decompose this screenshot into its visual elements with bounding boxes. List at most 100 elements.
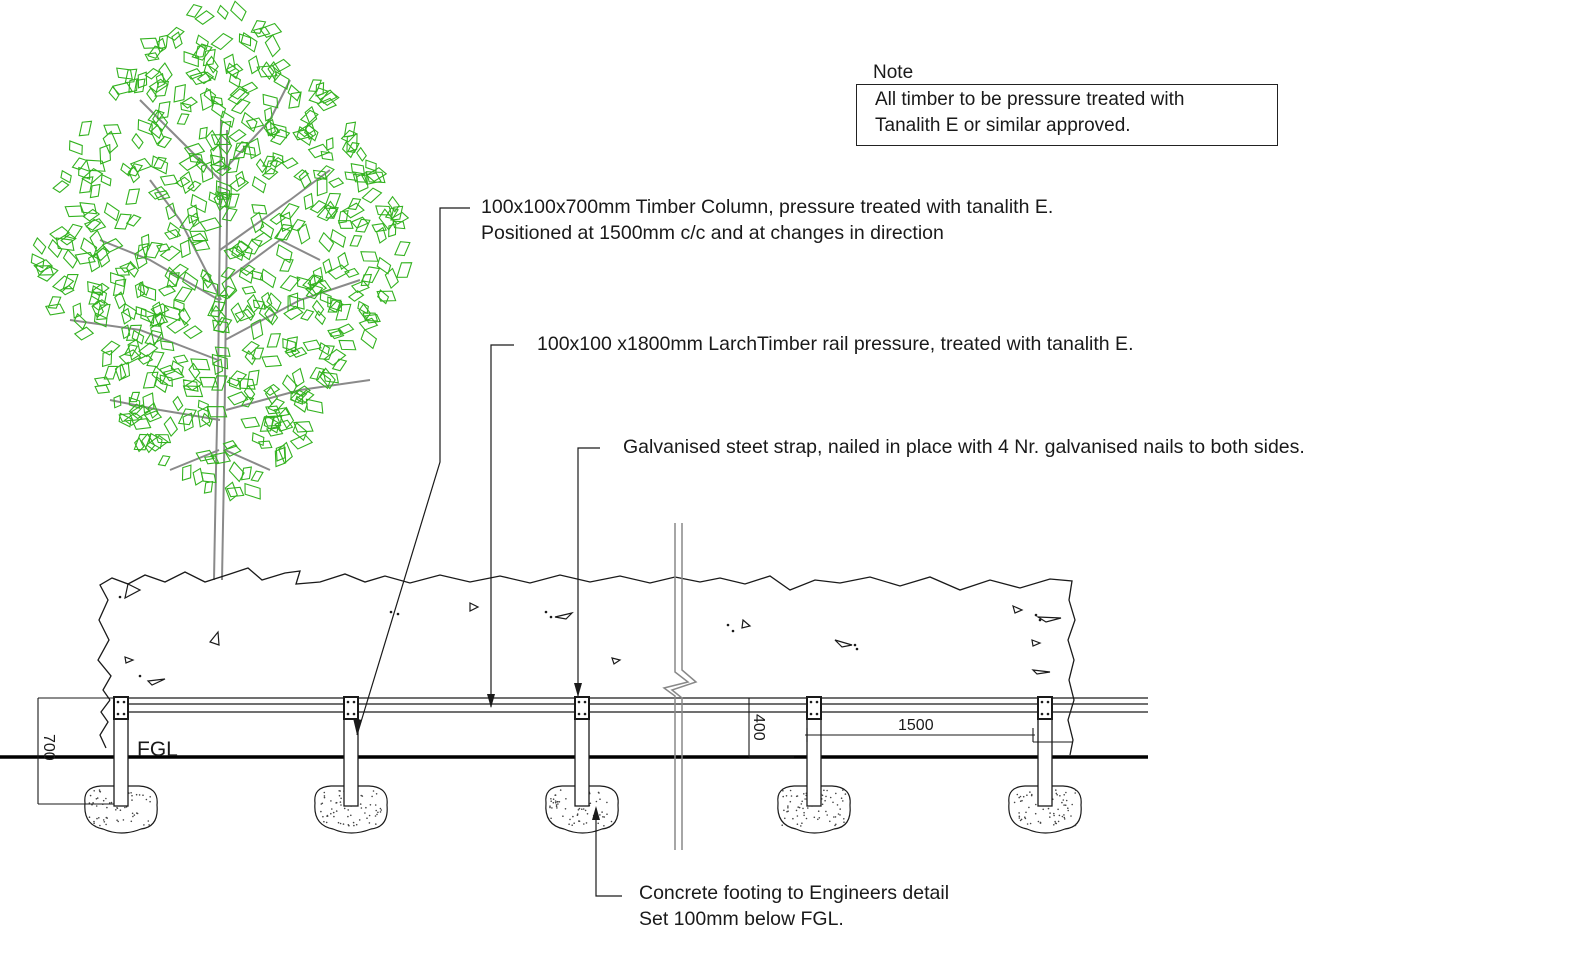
footing-aggregate — [368, 822, 371, 824]
footing-aggregate — [835, 823, 837, 826]
leaf — [241, 340, 260, 355]
leaf — [194, 10, 215, 26]
leaf — [360, 266, 381, 284]
footing-aggregate — [583, 823, 585, 825]
tree-foliage — [30, 0, 413, 502]
footing-aggregate — [805, 817, 808, 820]
leaf — [361, 172, 382, 185]
leaf — [279, 211, 293, 233]
leaf — [344, 267, 360, 278]
footing-aggregate — [352, 821, 355, 824]
footing-aggregate — [835, 792, 837, 795]
leaf — [243, 384, 256, 401]
leaf — [287, 292, 299, 312]
footing-aggregate — [782, 790, 784, 792]
leaf — [281, 157, 299, 170]
leaf — [259, 220, 275, 239]
leaf — [101, 350, 113, 368]
leaf — [238, 33, 252, 47]
leaf — [211, 375, 228, 391]
leaf — [114, 291, 127, 310]
leaf — [126, 163, 144, 177]
leaf — [209, 160, 228, 173]
footing-aggregate — [798, 806, 801, 809]
leaf — [307, 143, 331, 159]
leaf — [279, 202, 300, 220]
footing-aggregate — [801, 822, 803, 824]
leaf — [250, 20, 267, 34]
leaf — [309, 367, 325, 381]
leaf — [226, 370, 248, 387]
leaf — [151, 365, 167, 385]
footing-aggregate — [577, 809, 580, 811]
leaf — [172, 395, 184, 412]
leaf — [250, 470, 264, 482]
leaf — [124, 68, 138, 84]
leaf — [278, 406, 295, 429]
leaf — [123, 412, 143, 426]
leaf — [266, 333, 282, 348]
leaf — [329, 228, 347, 248]
leaf — [164, 304, 181, 322]
leaf — [199, 217, 222, 232]
footing-aggregate — [597, 822, 599, 825]
nail — [583, 712, 587, 716]
leaf — [365, 159, 377, 172]
leaf — [93, 376, 111, 387]
leaf — [245, 117, 265, 130]
footing-aggregate — [95, 798, 98, 800]
footing-aggregate — [1026, 823, 1029, 825]
break-line — [662, 523, 698, 850]
leaf — [62, 248, 78, 269]
footing-aggregate — [843, 818, 845, 820]
leaf — [291, 367, 305, 388]
leaf — [187, 180, 202, 192]
nail — [577, 700, 581, 704]
posts-group — [84, 696, 1082, 834]
nail — [815, 712, 819, 716]
leaf — [285, 336, 298, 354]
leaf — [147, 185, 169, 200]
leaf — [89, 229, 105, 253]
footing-aggregate — [802, 807, 804, 810]
footing-aggregate — [325, 821, 328, 824]
leaf — [265, 425, 284, 437]
leaf — [230, 0, 247, 22]
leaf — [30, 253, 45, 269]
leaf — [182, 385, 204, 398]
footing-aggregate — [1019, 795, 1022, 798]
leaf — [305, 281, 328, 297]
leader-arrowheads — [353, 683, 600, 820]
footing-aggregate — [554, 800, 557, 802]
leaf — [112, 278, 127, 297]
leaf — [170, 360, 184, 376]
footing-aggregate — [1061, 815, 1064, 818]
leaf — [166, 317, 190, 334]
leaf — [80, 237, 98, 259]
arrow-footing — [592, 806, 600, 820]
leaf — [270, 414, 283, 430]
leaf — [256, 65, 278, 78]
leaf — [128, 396, 141, 409]
leaf — [375, 226, 387, 244]
leaf — [241, 285, 257, 295]
leaf — [68, 140, 83, 156]
leaf — [265, 405, 281, 415]
leaf — [203, 63, 218, 81]
leaf — [195, 449, 215, 462]
footing-aggregate — [145, 798, 148, 801]
leaf — [79, 202, 98, 215]
footing-aggregate — [355, 823, 358, 826]
footing-aggregate — [558, 801, 561, 803]
footing-aggregate — [602, 816, 604, 818]
leaf — [292, 421, 308, 442]
leaf — [141, 233, 150, 249]
footing-aggregate — [782, 795, 784, 798]
leaf — [281, 374, 298, 395]
leaf — [159, 340, 175, 352]
leaf — [146, 87, 158, 103]
footing-aggregate — [1025, 811, 1027, 814]
footing-aggregate — [379, 807, 382, 810]
leaf — [302, 274, 323, 291]
leaf — [114, 267, 131, 276]
